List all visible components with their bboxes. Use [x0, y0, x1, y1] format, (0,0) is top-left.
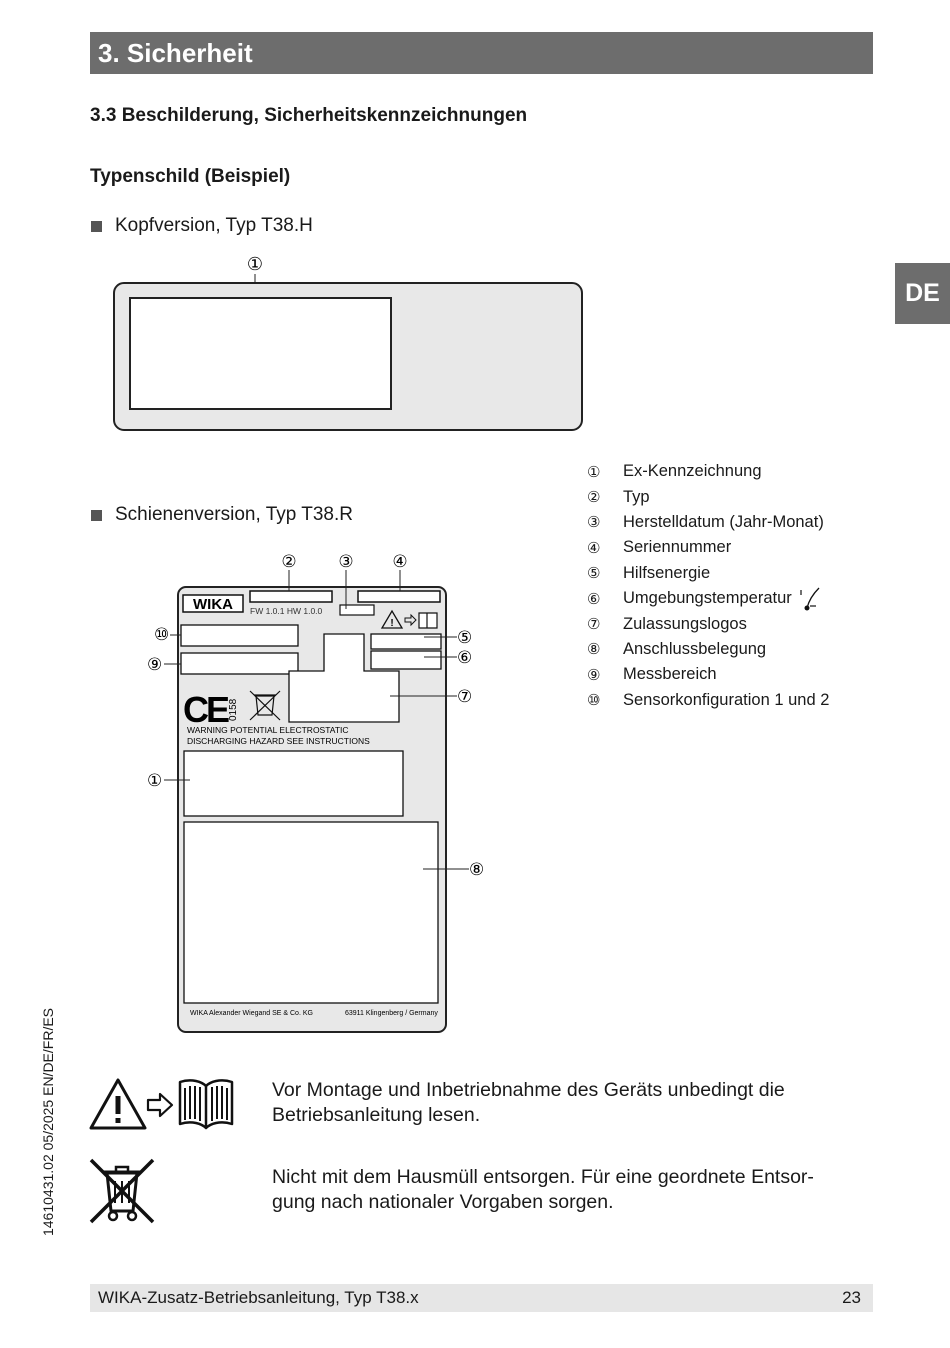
connection-assignment-field	[183, 821, 439, 1004]
warning-line-2: DISCHARGING HAZARD SEE INSTRUCTIONS	[187, 736, 370, 746]
callout-6: ⑥	[457, 648, 472, 667]
callout-8: ⑧	[469, 860, 484, 879]
callout-7: ⑦	[457, 687, 472, 706]
callout-10: ⑩	[154, 625, 169, 644]
note-disposal: Nicht mit dem Hausmüll entsorgen. Für ei…	[272, 1166, 814, 1213]
manufacturer-text: WIKA Alexander Wiegand SE & Co. KG	[190, 1010, 313, 1017]
bullet-text: Kopfversion, Typ T38.H	[115, 215, 313, 236]
ambient-temperature-field	[370, 650, 442, 670]
bullet-square-icon	[91, 509, 102, 521]
section-heading: 3.3 Beschilderung, Sicherheitskennzeichn…	[90, 105, 528, 126]
small-arrow-icon	[404, 613, 417, 627]
ce-number: 0158	[228, 698, 239, 721]
warning-line-1: WARNING POTENTIAL ELECTROSTATIC	[187, 725, 349, 735]
ambient-temperature-icon	[800, 587, 820, 611]
bullet-head-version: Kopfversion, Typ T38.H	[91, 215, 313, 237]
sensor-config-field	[180, 624, 299, 647]
small-book-icon	[418, 612, 438, 629]
svg-text:!: !	[390, 618, 393, 629]
address-text: 63911 Klingenberg / Germany	[345, 1010, 438, 1017]
document-code: 14610431.02 05/2025 EN/DE/FR/ES	[40, 1007, 56, 1237]
wika-logo	[182, 594, 244, 613]
rail-version-label-diagram: WIKA FW 1.0.1 HW 1.0.0 ! CE 0158 WARNING…	[147, 552, 484, 1033]
fw-hw-text: FW 1.0.1 HW 1.0.0	[250, 606, 323, 616]
head-version-label-diagram: ①	[113, 254, 583, 431]
bullet-square-icon	[91, 220, 102, 232]
bullet-rail-version: Schienenversion, Typ T38.R	[91, 504, 353, 526]
type-field	[249, 590, 333, 603]
ex-marking-field	[183, 750, 404, 817]
small-warning-icon	[380, 609, 404, 629]
serial-number-field	[357, 590, 441, 603]
callout-9: ⑨	[147, 655, 162, 674]
small-bin-icon	[249, 690, 281, 721]
manufacture-date-field	[339, 604, 375, 616]
callout-2: ②	[281, 552, 296, 571]
subheading: Typenschild (Beispiel)	[90, 166, 291, 187]
ex-marking-field	[129, 297, 392, 410]
wika-logo-text: WIKA	[193, 596, 233, 613]
approval-logos-field	[288, 633, 400, 723]
language-tab[interactable]: DE	[895, 263, 950, 324]
measuring-range-field	[180, 652, 299, 675]
callout-3: ③	[338, 552, 353, 571]
warning-read-manual-icon	[89, 1078, 234, 1130]
footer-title: WIKA-Zusatz-Betriebsanleitung, Typ T38.x	[98, 1288, 419, 1307]
page-footer: WIKA-Zusatz-Betriebsanleitung, Typ T38.x…	[90, 1284, 873, 1312]
callout-5: ⑤	[457, 628, 472, 647]
page-number: 23	[842, 1288, 861, 1307]
callout-4: ④	[392, 552, 407, 571]
bullet-text: Schienenversion, Typ T38.R	[115, 504, 353, 525]
note-read-manual: Vor Montage und Inbetriebnahme des Gerät…	[272, 1079, 785, 1126]
callout-1: ①	[247, 254, 263, 274]
power-supply-field	[370, 633, 442, 650]
callout-1: ①	[147, 771, 162, 790]
ce-mark: CE	[183, 689, 229, 730]
crossed-out-bin-icon	[89, 1158, 155, 1224]
chapter-title: 3. Sicherheit	[90, 32, 873, 74]
